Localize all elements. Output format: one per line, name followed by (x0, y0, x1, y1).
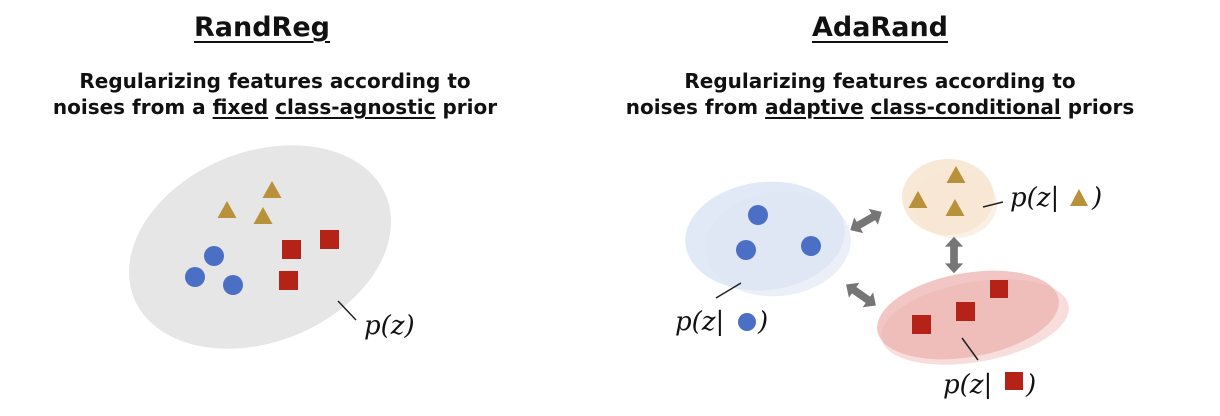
circle-class-prior-blob (685, 181, 851, 297)
leader-line-circle-prior (715, 282, 742, 299)
leader-line-triangle-prior (982, 201, 1004, 208)
circle-markers-left (185, 246, 243, 295)
label-p-z-given-circle: p(z| ) (675, 307, 768, 337)
adarand-description: Regularizing features according to noise… (580, 68, 1180, 120)
double-arrow-circle-triangle (845, 204, 887, 238)
adarand-title: AdaRand (811, 12, 949, 43)
adarand-description-line2: noises from adaptive class-conditional p… (625, 95, 1135, 119)
double-arrow-circle-square (840, 277, 882, 313)
randreg-description-line2: noises from a fixed class-agnostic prior (52, 95, 498, 119)
fixed-prior-blob (128, 145, 392, 349)
svg-text:): ) (757, 307, 768, 337)
svg-text:): ) (1025, 370, 1036, 400)
double-arrow-triangle-square (944, 236, 964, 274)
svg-text:p(z|: p(z| (943, 370, 992, 400)
randreg-title: RandReg (194, 12, 330, 43)
square-markers-right (912, 280, 1008, 334)
adarand-description-line1: Regularizing features according to (684, 69, 1076, 93)
prior-leader-line-left (337, 300, 357, 321)
svg-text:): ) (1091, 183, 1102, 213)
circle-markers-right (736, 205, 821, 260)
randreg-description-line1: Regularizing features according to (79, 69, 471, 93)
svg-text:p(z|: p(z| (1010, 183, 1059, 213)
square-markers-left (279, 230, 339, 290)
label-p-z-given-square: p(z| ) (943, 370, 1036, 400)
prior-label-p-z: p(z) (364, 311, 415, 341)
label-p-z-given-triangle: p(z| ) (1010, 183, 1102, 213)
svg-text:p(z|: p(z| (675, 307, 724, 337)
randreg-description: Regularizing features according to noise… (0, 68, 575, 120)
leader-line-square-prior (961, 337, 979, 361)
